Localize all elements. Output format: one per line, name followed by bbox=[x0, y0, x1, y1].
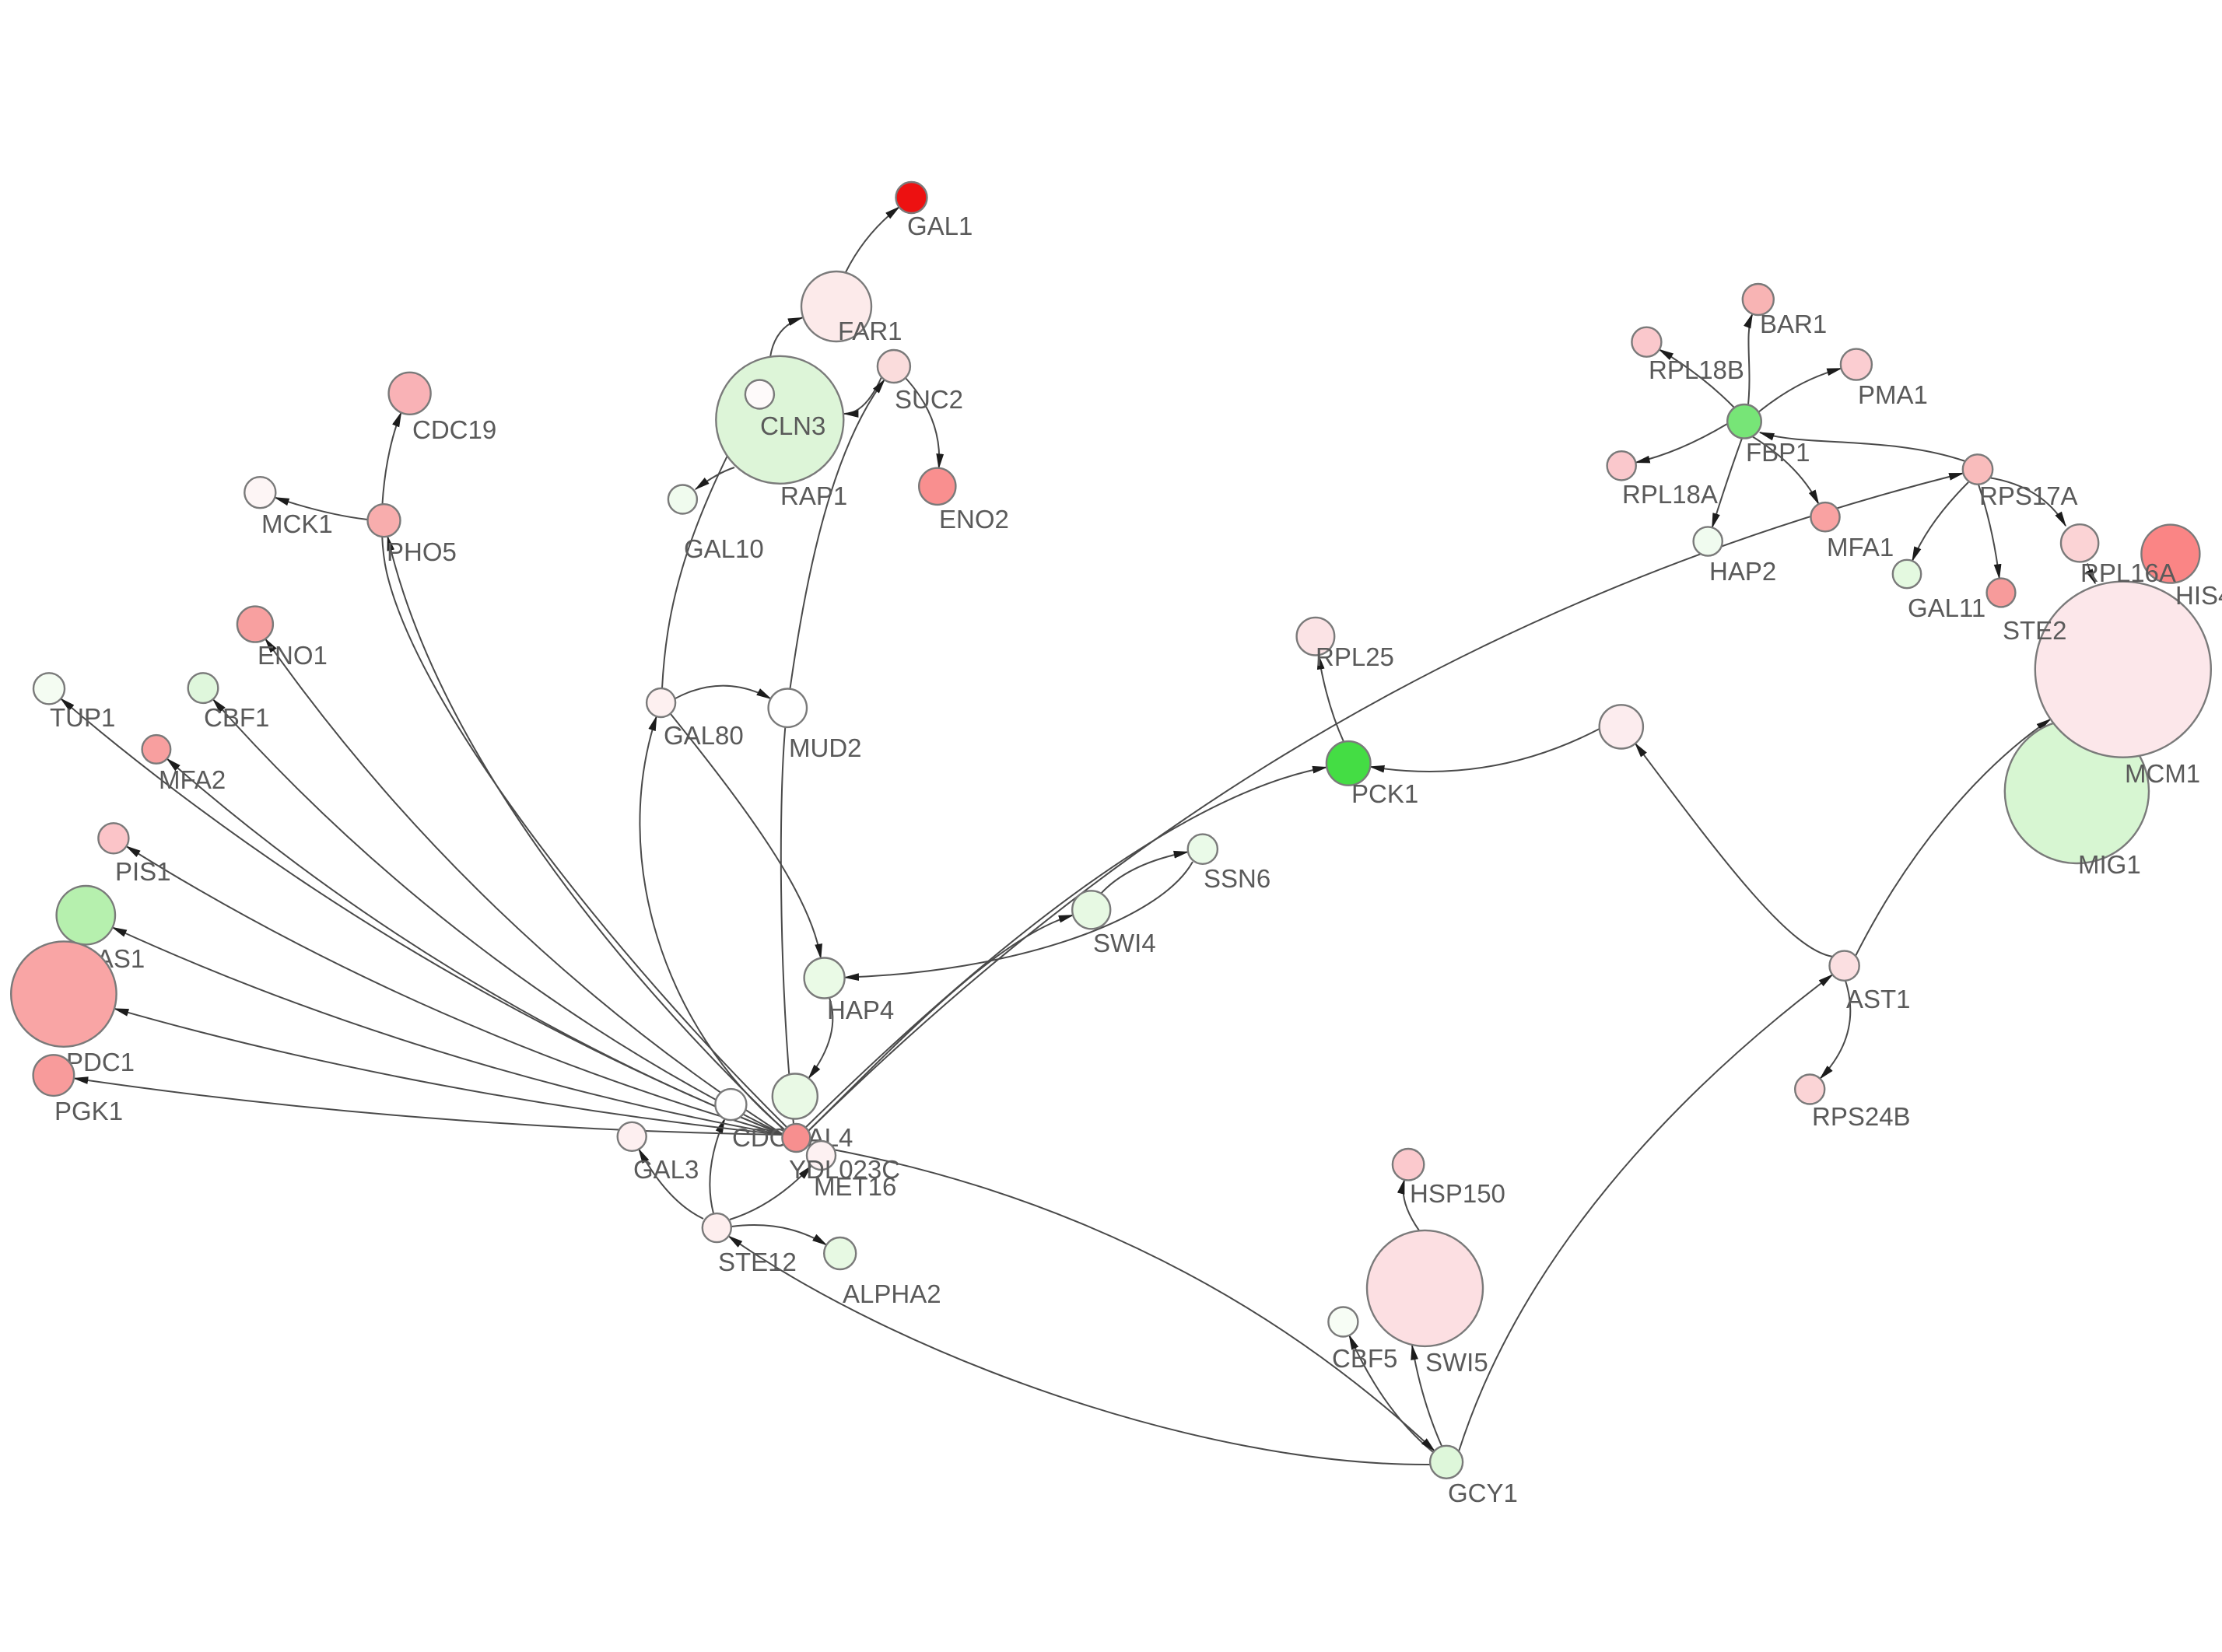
svg-text:RAP1: RAP1 bbox=[780, 481, 847, 510]
svg-text:RPS24B: RPS24B bbox=[1812, 1102, 1911, 1131]
svg-text:MIG1: MIG1 bbox=[2078, 850, 2141, 879]
svg-text:FBP1: FBP1 bbox=[1746, 438, 1810, 467]
svg-text:YDL023C: YDL023C bbox=[789, 1155, 900, 1184]
svg-text:CBF1: CBF1 bbox=[204, 703, 269, 732]
svg-text:CLN3: CLN3 bbox=[760, 411, 825, 440]
svg-text:ENO2: ENO2 bbox=[939, 505, 1009, 534]
svg-text:GAL1: GAL1 bbox=[907, 212, 973, 240]
svg-text:GAL3: GAL3 bbox=[633, 1155, 699, 1184]
svg-text:HAP2: HAP2 bbox=[1709, 557, 1776, 586]
svg-text:PIS1: PIS1 bbox=[115, 857, 171, 886]
svg-text:SWI4: SWI4 bbox=[1093, 929, 1156, 957]
svg-text:TUP1: TUP1 bbox=[50, 703, 115, 732]
svg-text:PDC1: PDC1 bbox=[66, 1048, 135, 1076]
svg-text:RPL16A: RPL16A bbox=[2080, 558, 2176, 587]
svg-text:STE2: STE2 bbox=[2003, 616, 2067, 645]
svg-text:MUD2: MUD2 bbox=[789, 733, 862, 762]
svg-text:PMA1: PMA1 bbox=[1858, 380, 1928, 409]
svg-text:GCY1: GCY1 bbox=[1448, 1479, 1518, 1507]
svg-text:FAR1: FAR1 bbox=[838, 317, 902, 345]
svg-text:RPS17A: RPS17A bbox=[1979, 481, 2078, 510]
svg-text:ALPHA2: ALPHA2 bbox=[843, 1279, 941, 1308]
svg-text:MCK1: MCK1 bbox=[261, 509, 333, 538]
svg-text:MET16: MET16 bbox=[814, 1172, 896, 1201]
svg-text:BAR1: BAR1 bbox=[1760, 310, 1827, 338]
svg-text:GAL80: GAL80 bbox=[664, 721, 744, 750]
svg-text:AST1: AST1 bbox=[1846, 985, 1911, 1013]
svg-text:GAL11: GAL11 bbox=[1908, 593, 1985, 622]
svg-text:SWI5: SWI5 bbox=[1425, 1348, 1488, 1377]
svg-text:RPL25: RPL25 bbox=[1316, 642, 1394, 671]
svg-text:RPL18A: RPL18A bbox=[1622, 480, 1718, 509]
svg-text:PHO5: PHO5 bbox=[387, 537, 457, 566]
svg-text:SSN6: SSN6 bbox=[1204, 864, 1270, 893]
svg-text:PGK1: PGK1 bbox=[54, 1097, 123, 1125]
svg-text:MFA2: MFA2 bbox=[159, 765, 226, 794]
svg-text:CBF5: CBF5 bbox=[1332, 1344, 1397, 1373]
svg-text:STE12: STE12 bbox=[718, 1248, 797, 1276]
svg-text:MFA1: MFA1 bbox=[1827, 533, 1894, 562]
svg-text:HSP150: HSP150 bbox=[1410, 1179, 1505, 1208]
svg-text:MCM1: MCM1 bbox=[2125, 759, 2200, 788]
svg-text:ENO1: ENO1 bbox=[258, 641, 328, 670]
svg-text:SUC2: SUC2 bbox=[895, 385, 963, 414]
svg-text:CDC19: CDC19 bbox=[412, 415, 496, 444]
svg-text:PCK1: PCK1 bbox=[1351, 779, 1418, 808]
svg-text:RPL18B: RPL18B bbox=[1649, 355, 1744, 384]
svg-text:HIS4: HIS4 bbox=[2175, 581, 2222, 610]
svg-text:HAP4: HAP4 bbox=[827, 996, 894, 1024]
svg-text:GAL10: GAL10 bbox=[684, 534, 764, 563]
